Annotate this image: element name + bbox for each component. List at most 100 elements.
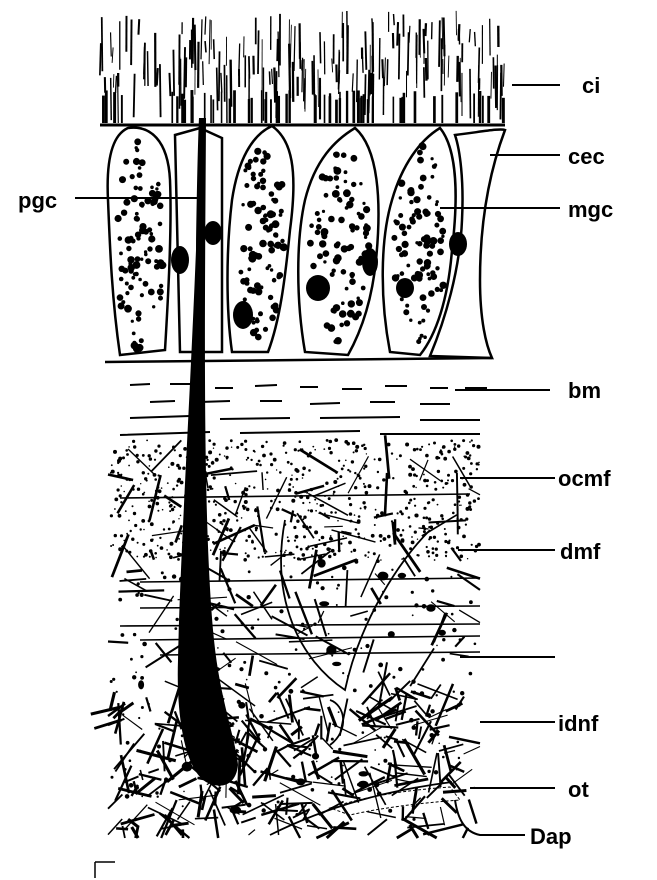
matrix-dot (412, 614, 414, 616)
matrix-dot (398, 667, 402, 671)
matrix-dot (330, 535, 332, 537)
matrix-dot (292, 486, 294, 488)
fibroblast-nucleus (296, 778, 305, 785)
matrix-dot (246, 754, 250, 758)
matrix-dot (460, 691, 464, 695)
matrix-dot (412, 818, 415, 821)
fiber-strand (128, 449, 154, 474)
matrix-dot (450, 576, 452, 578)
mucous-granule (416, 339, 421, 344)
matrix-dot (222, 519, 225, 522)
matrix-dot (434, 481, 437, 484)
matrix-dot (262, 808, 266, 812)
matrix-dot (336, 604, 338, 606)
matrix-dot (437, 540, 439, 542)
matrix-dot (433, 442, 436, 445)
matrix-dot (214, 617, 218, 621)
matrix-dot (432, 552, 435, 555)
matrix-dot (309, 452, 312, 455)
mucous-granule (124, 305, 132, 313)
matrix-dot (259, 714, 264, 719)
matrix-dot (405, 491, 408, 494)
matrix-dot (176, 464, 180, 468)
matrix-dot (265, 479, 267, 481)
mucous-granule (273, 307, 280, 314)
matrix-dot (416, 475, 418, 477)
fiber-strand (371, 767, 396, 778)
mucous-granule (270, 211, 276, 217)
matrix-dot (300, 548, 303, 551)
mucous-granule (359, 182, 362, 185)
matrix-dot (213, 501, 215, 503)
mucous-granule (417, 241, 422, 246)
fiber-strand (275, 818, 303, 829)
matrix-dot (302, 518, 304, 520)
matrix-dot (248, 570, 251, 573)
matrix-dot (477, 497, 480, 500)
cilium (425, 23, 426, 36)
matrix-dot (458, 496, 461, 499)
matrix-dot (296, 546, 299, 549)
fiber-strand (464, 747, 480, 755)
matrix-dot (477, 445, 481, 449)
matrix-dot (328, 497, 331, 500)
matrix-dot (469, 441, 471, 443)
matrix-dot (435, 548, 438, 551)
matrix-dot (421, 446, 423, 448)
mucous-granule (138, 166, 142, 170)
fiber-strand (280, 803, 313, 804)
matrix-dot (454, 503, 457, 506)
mucous-granule (417, 258, 423, 264)
matrix-dot (111, 776, 114, 779)
matrix-dot (378, 458, 382, 462)
matrix-dot (430, 733, 435, 738)
mucous-granule (427, 251, 433, 257)
mucous-granule (276, 184, 283, 191)
matrix-dot (303, 535, 306, 538)
matrix-dot (462, 467, 465, 470)
matrix-dot (305, 527, 308, 530)
mucous-granule (259, 240, 267, 248)
matrix-dot (442, 756, 445, 759)
mucous-granule (254, 282, 261, 289)
matrix-dot (474, 643, 477, 646)
matrix-dot (243, 558, 247, 562)
matrix-dot (458, 757, 460, 759)
matrix-dot (168, 759, 171, 762)
mucous-granule (332, 269, 336, 273)
matrix-dot (143, 492, 145, 494)
cilium (387, 59, 388, 85)
mucous-granule (249, 251, 257, 259)
mucous-granule (272, 198, 278, 204)
matrix-dot (274, 686, 278, 690)
matrix-dot (354, 486, 357, 489)
matrix-dot (338, 748, 341, 751)
matrix-dot (294, 448, 297, 451)
mucous-granule (408, 187, 414, 193)
matrix-dot (450, 440, 453, 443)
matrix-dot (460, 505, 461, 506)
matrix-dot (359, 477, 362, 480)
matrix-dot (342, 672, 344, 674)
matrix-dot (465, 518, 468, 521)
fiber-strand (367, 812, 396, 818)
cilium (439, 20, 440, 67)
matrix-dot (436, 522, 439, 525)
mucous-granule (349, 278, 356, 285)
fiber-strand (119, 590, 165, 591)
fibroblast-nucleus (359, 771, 369, 776)
matrix-dot (367, 787, 372, 792)
matrix-dot (409, 718, 414, 723)
matrix-dot (347, 469, 349, 471)
matrix-dot (221, 629, 225, 633)
matrix-dot (155, 490, 157, 492)
mucous-granule (243, 297, 247, 301)
mucous-granule (133, 261, 141, 269)
mucous-granule (309, 223, 314, 228)
cilium (217, 68, 218, 111)
columnar-cells (108, 126, 505, 358)
matrix-dot (330, 548, 332, 550)
mucous-granules (115, 138, 447, 352)
matrix-dot (291, 475, 292, 476)
mucous-granule (398, 180, 405, 187)
